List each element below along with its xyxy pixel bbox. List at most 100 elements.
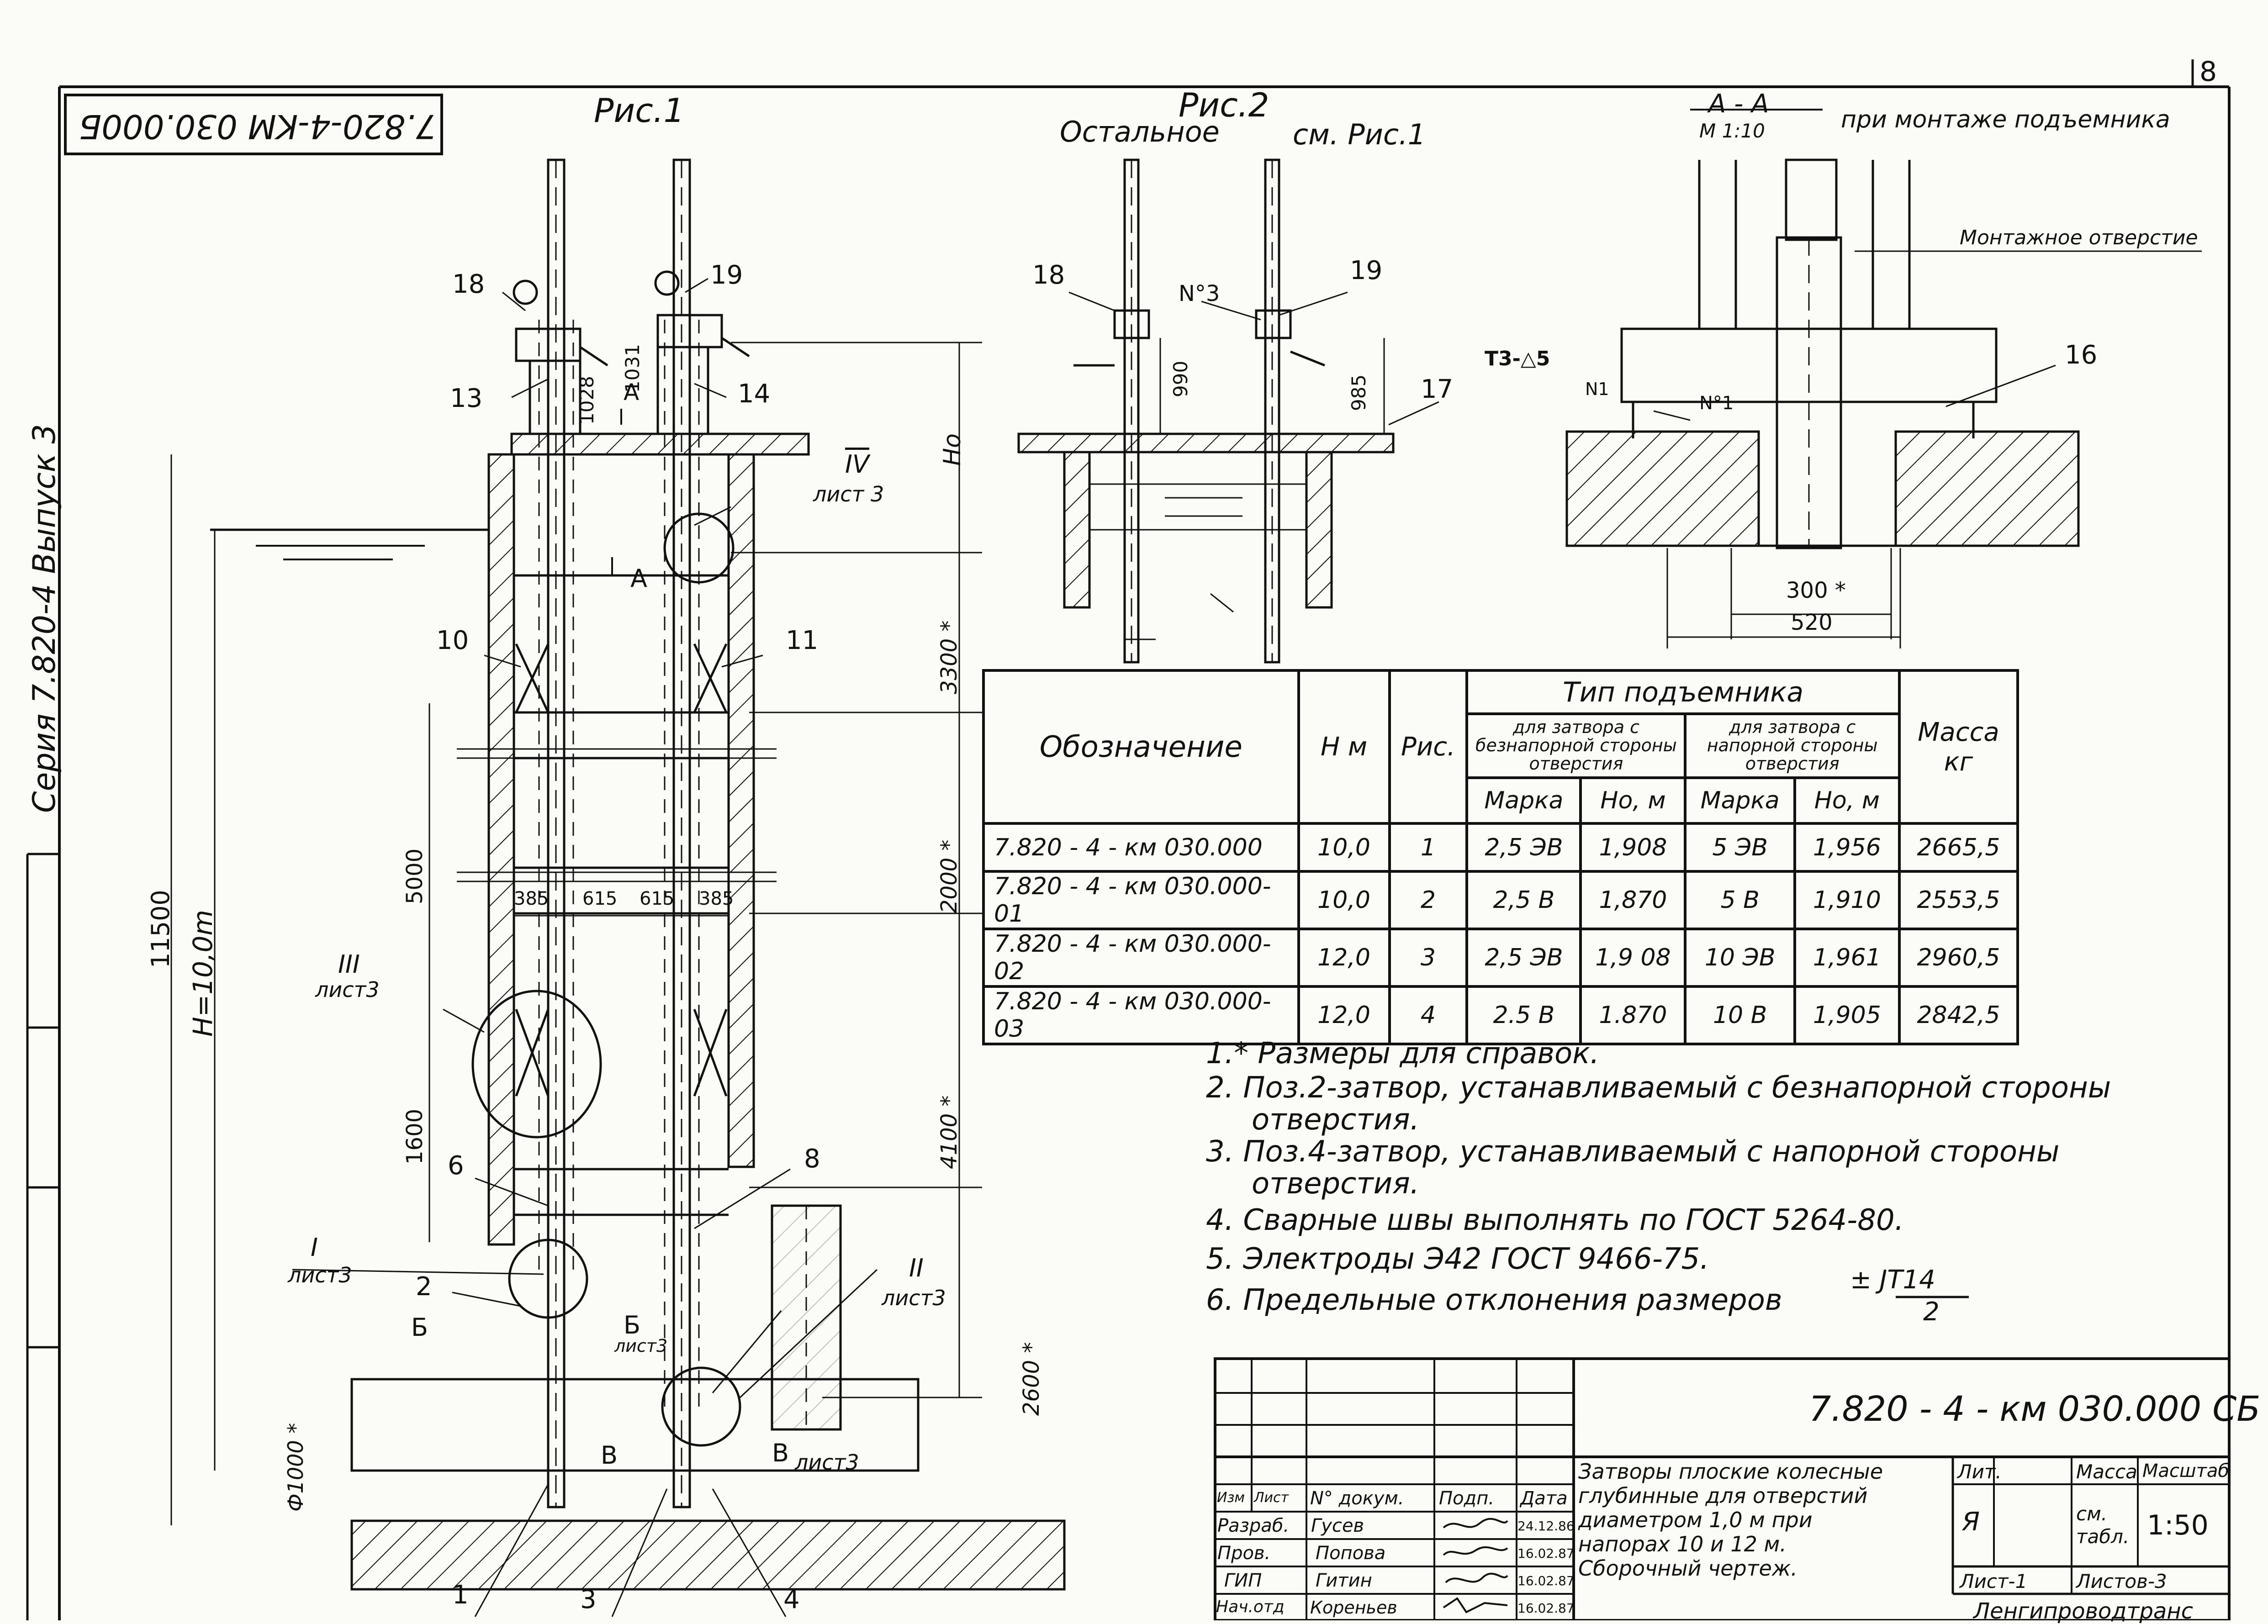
- view-iv-sheet: лист 3: [813, 482, 884, 506]
- section-v-right: В: [772, 1439, 789, 1467]
- dim-385-right: 385: [699, 888, 734, 909]
- tb-head-izm: Изм: [1217, 1490, 1245, 1506]
- th-ho-1: Но, м: [1579, 776, 1687, 825]
- callout-11: 11: [786, 626, 819, 655]
- cell-mark2: 5 В: [1684, 870, 1796, 930]
- tb-lit-value: Я: [1962, 1507, 1980, 1537]
- tb-scale-value: 1:50: [2147, 1509, 2209, 1541]
- note-2-cont: отверстия.: [1252, 1103, 1420, 1137]
- tb-title-2: глубинные для отверстий: [1578, 1483, 1868, 1508]
- tb-role-nach: Нач.отд: [1216, 1598, 1285, 1616]
- cell-mark2: 10 ЭВ: [1684, 928, 1796, 988]
- fig2-drawing: [1017, 158, 1439, 664]
- th-designation: Обозначение: [982, 669, 1300, 825]
- mount-hole-label: Монтажное отверстие: [1960, 226, 2198, 249]
- cell-h: 10,0: [1297, 870, 1391, 930]
- cell-mass: 2960,5: [1898, 928, 2020, 988]
- th-fig: Рис.: [1388, 669, 1469, 825]
- table-row: 7.820 - 4 - км 030.000-01 10,0 2 2,5 В 1…: [982, 870, 2020, 930]
- callout-2: 2: [416, 1272, 432, 1302]
- tb-role-razrab: Разраб.: [1217, 1515, 1290, 1536]
- table-row: 7.820 - 4 - км 030.000-02 12,0 3 2,5 ЭВ …: [982, 928, 2020, 988]
- tb-org: Ленгипроводтранс: [1973, 1598, 2194, 1624]
- dim-615-left: 615: [582, 888, 618, 909]
- view-ii: II: [909, 1254, 924, 1282]
- tb-doc-code: 7.820 - 4 - км 030.000 СБ: [1809, 1388, 2261, 1429]
- rotated-doc-code-stamp: 7.820-4-KM 030.000Б: [64, 94, 443, 155]
- cell-designation: 7.820 - 4 - км 030.000-02: [982, 928, 1300, 988]
- tb-head-list: Лист: [1254, 1490, 1289, 1506]
- view-iii: III: [338, 950, 360, 979]
- tb-head-sign: Подп.: [1439, 1488, 1495, 1509]
- tb-name-prov: Попова: [1316, 1543, 1386, 1564]
- cell-fig: 3: [1388, 928, 1469, 988]
- section-b-left: Б: [411, 1313, 428, 1342]
- tb-lit-label: Лит.: [1957, 1461, 2002, 1483]
- section-v-sheet: лист3: [795, 1450, 859, 1475]
- callout-1: 1: [452, 1580, 469, 1610]
- tb-head-date: Дата: [1520, 1488, 1568, 1509]
- cell-mass: 2665,5: [1898, 822, 2020, 873]
- tb-date-razrab: 24.12.86: [1517, 1519, 1575, 1534]
- cell-mass: 2553,5: [1898, 870, 2020, 930]
- note-3-cont: отверстия.: [1252, 1167, 1420, 1201]
- tb-date-nach: 16.02.87: [1517, 1601, 1575, 1616]
- view-ii-sheet: лист3: [882, 1286, 946, 1310]
- tb-date-gip: 16.02.87: [1517, 1573, 1575, 1588]
- tb-title-4: напорах 10 и 12 м.: [1578, 1532, 1787, 1556]
- th-mass: Масса кг: [1898, 669, 2020, 825]
- section-title: А - А: [1708, 89, 1769, 119]
- section-t3-weld: Т3-△5: [1485, 347, 1550, 370]
- section-n1: N°1: [1699, 393, 1734, 414]
- tb-sheets: Листов-3: [2076, 1570, 2167, 1592]
- cell-ho2: 1,961: [1793, 928, 1901, 988]
- tb-name-gip: Гитин: [1316, 1570, 1372, 1591]
- fig2-callout-18: 18: [1032, 260, 1065, 290]
- section-note: при монтаже подъемника: [1841, 106, 2170, 133]
- cell-ho2: 1,910: [1793, 870, 1901, 930]
- fig2-callout-19: 19: [1350, 256, 1383, 285]
- callout-8: 8: [804, 1144, 820, 1174]
- section-v-left: В: [601, 1441, 618, 1470]
- view-iv: IV: [845, 450, 869, 479]
- table-row: 7.820 - 4 - км 030.000-03 12,0 4 2.5 В 1…: [982, 985, 2020, 1045]
- note-5: 5. Электроды Э42 ГОСТ 9466-75.: [1206, 1242, 1709, 1276]
- callout-19: 19: [710, 260, 743, 290]
- note-6-tolerance: ± JT14: [1850, 1265, 1935, 1295]
- cell-fig: 1: [1388, 822, 1469, 873]
- fig2-n3: N°3: [1179, 281, 1220, 306]
- fig1-title: Рис.1: [594, 91, 685, 130]
- note-3: 3. Поз.4-затвор, устанавливаемый с напор…: [1206, 1135, 2060, 1169]
- callout-18: 18: [452, 269, 485, 299]
- tb-date-prov: 16.02.87: [1517, 1546, 1575, 1561]
- cell-ho1: 1,9 08: [1579, 928, 1687, 988]
- cell-designation: 7.820 - 4 - км 030.000: [982, 822, 1300, 873]
- section-b-sheet: лист3: [614, 1336, 668, 1356]
- th-h: Н м: [1297, 669, 1391, 825]
- fig2-callout-17: 17: [1421, 374, 1454, 404]
- section-scale: М 1:10: [1699, 120, 1765, 142]
- fig1-drawing: [170, 158, 1066, 1617]
- cell-fig: 2: [1388, 870, 1469, 930]
- cell-mark1: 2,5 ЭВ: [1465, 928, 1582, 988]
- note-6-denominator: 2: [1923, 1297, 1940, 1327]
- cell-mass: 2842,5: [1898, 985, 2020, 1045]
- note-1: 1.* Размеры для справок.: [1206, 1037, 1600, 1070]
- th-mark-2: Марка: [1684, 776, 1796, 825]
- cell-fig: 4: [1388, 985, 1469, 1045]
- note-6-fraction-bar: [1896, 1296, 1969, 1298]
- section-b-right: Б: [624, 1311, 641, 1339]
- th-dry-side: для затвора с безнапорной стороны отверс…: [1465, 712, 1687, 779]
- th-mark-1: Марка: [1465, 776, 1582, 825]
- dim-385-left: 385: [514, 888, 549, 909]
- cell-designation: 7.820 - 4 - км 030.000-03: [982, 985, 1300, 1045]
- th-ho-2: Но, м: [1793, 776, 1901, 825]
- note-2: 2. Поз.2-затвор, устанавливаемый с безна…: [1206, 1071, 2111, 1105]
- tb-sheet: Лист-1: [1960, 1570, 2028, 1592]
- callout-3: 3: [580, 1585, 597, 1614]
- tb-name-razrab: Гусев: [1311, 1515, 1364, 1536]
- tb-mass-value: см. табл.: [2076, 1503, 2130, 1548]
- tb-role-gip: ГИП: [1224, 1570, 1262, 1591]
